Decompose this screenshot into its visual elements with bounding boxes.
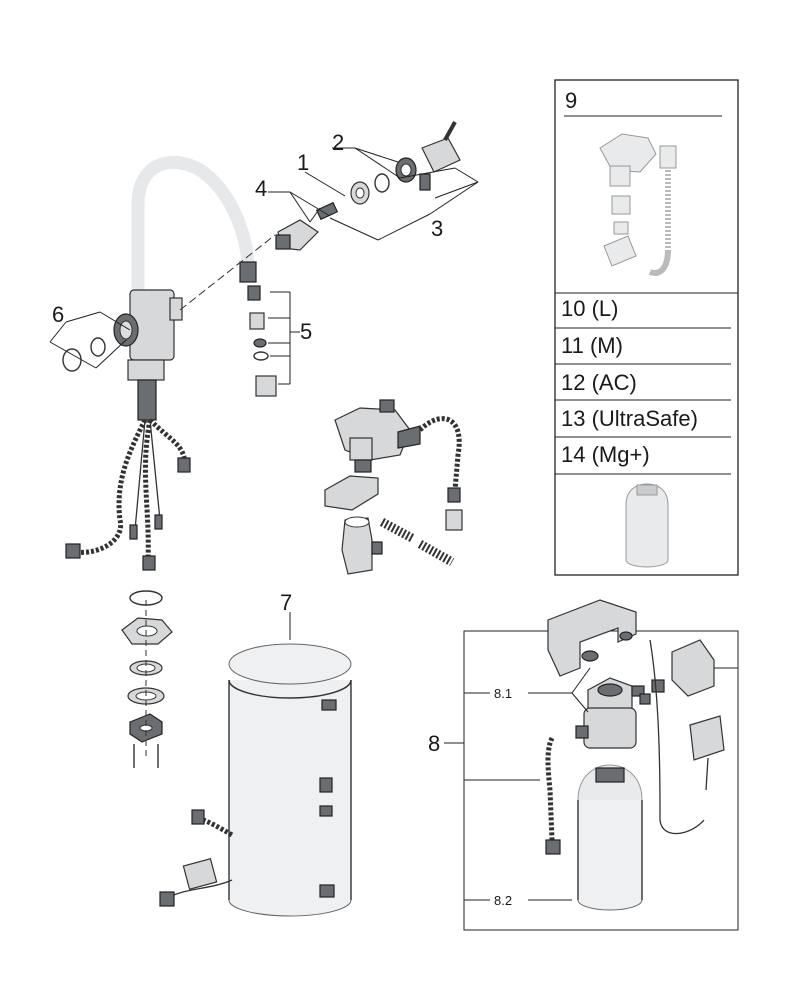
callout-5: 5 (300, 319, 312, 344)
aerator-parts (247, 285, 300, 397)
mounting-bracket (324, 475, 379, 511)
panel-row-14: 14 (Mg+) (561, 442, 650, 467)
panel-row-10: 10 (L) (561, 296, 619, 321)
callout-7: 7 (280, 590, 292, 615)
water-heater-tank (159, 612, 352, 917)
side-o-rings (49, 311, 131, 372)
valve-connector-kit (324, 399, 463, 575)
t-fitting (341, 517, 373, 575)
control-box (689, 715, 725, 761)
callout-3: 3 (431, 216, 443, 241)
tank-top (228, 643, 352, 685)
faucet-assembly (65, 156, 276, 768)
callout-4: 4 (255, 176, 267, 201)
spout-tip (239, 261, 257, 283)
callout-2: 2 (332, 130, 344, 155)
callout-1: 1 (297, 150, 309, 175)
faucet-shank (137, 379, 157, 421)
filter-bracket (547, 599, 637, 677)
callout-leaders-top (268, 147, 479, 241)
callout-8-2: 8.2 (494, 893, 512, 908)
handle-cartridge-parts (275, 121, 461, 251)
callout-6: 6 (52, 302, 64, 327)
electronic-valve (671, 639, 715, 697)
lever-handle (421, 137, 461, 173)
filter-kit-parts (545, 599, 738, 911)
panel-row-11: 11 (M) (561, 333, 623, 358)
callout-8: 8 (428, 731, 440, 756)
power-plug (182, 858, 218, 890)
replacement-parts-panel (554, 79, 739, 576)
faded-valve-illustration (599, 133, 677, 276)
panel-header: 9 (565, 88, 578, 113)
panel-row-13: 13 (UltraSafe) (561, 406, 698, 431)
panel-row-12: 12 (AC) (561, 370, 637, 395)
faded-filter-cartridge (625, 483, 669, 568)
seal-ring (374, 173, 390, 193)
callout-8-1: 8.1 (494, 686, 512, 701)
